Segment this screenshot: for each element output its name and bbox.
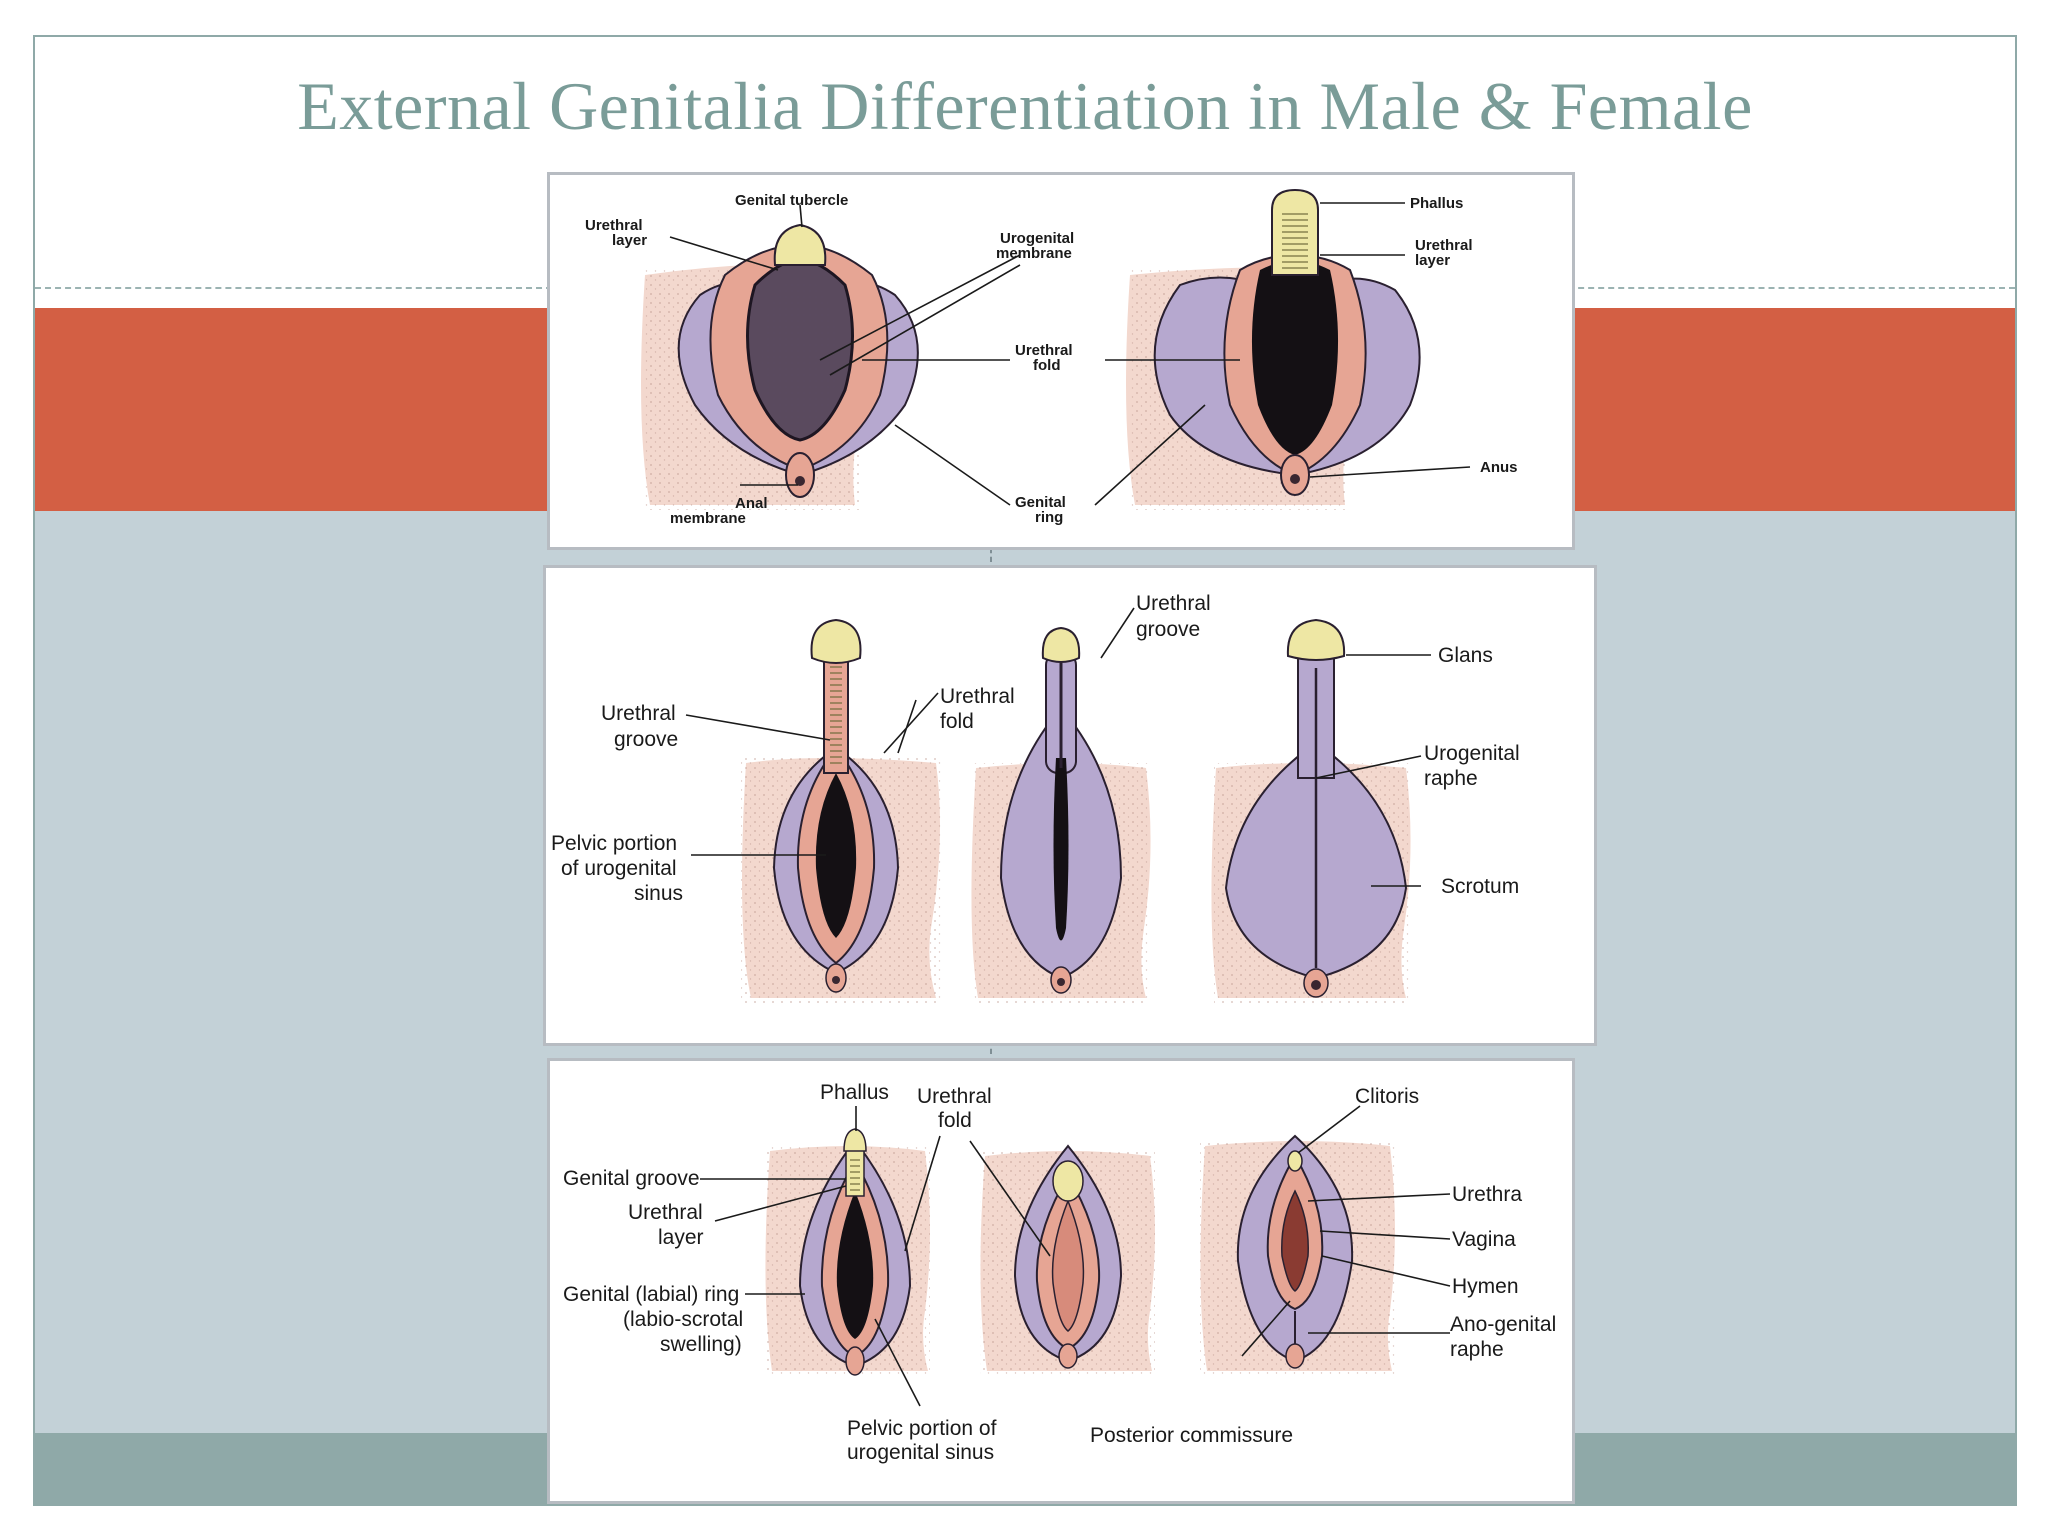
label-labial-ring-3: swelling) — [660, 1333, 742, 1356]
label-anal-membrane-2: membrane — [670, 510, 746, 527]
male-stage-2-figure — [971, 626, 1151, 1003]
leader-lines — [700, 1105, 1451, 1407]
label-phallus: Phallus — [820, 1081, 889, 1104]
early-phallus-figure — [1126, 188, 1421, 510]
leader-lines — [685, 607, 1431, 887]
male-differentiation-illustration: Urethral groove Urethral fold Pelvic por… — [551, 592, 1520, 1003]
female-differentiation-illustration: Phallus Urethral fold Genital groove Ure… — [563, 1081, 1556, 1464]
label-anogenital-raphe: Ano-genital — [1450, 1313, 1556, 1336]
placeholder-guide — [990, 1040, 992, 1054]
label-urethral-fold: Urethral — [1015, 342, 1073, 359]
label-scrotum: Scrotum — [1441, 875, 1519, 898]
label-pelvic-portion-3: sinus — [634, 882, 683, 905]
label-urethral-layer: Urethral — [628, 1201, 703, 1224]
label-urogenital-raphe-2: raphe — [1424, 767, 1478, 790]
label-urethral-layer-right-2: layer — [1415, 252, 1450, 269]
male-stage-3-figure — [1211, 618, 1411, 1003]
label-hymen: Hymen — [1452, 1275, 1519, 1298]
label-urethra: Urethra — [1452, 1183, 1522, 1206]
label-urethral-fold: Urethral — [940, 685, 1015, 708]
label-urethral-fold-2: fold — [1033, 357, 1061, 374]
label-urethral-groove-left: Urethral — [601, 702, 676, 725]
label-urethral-fold-2: fold — [938, 1109, 972, 1132]
label-genital-ring: Genital — [1015, 494, 1066, 511]
label-labial-ring-2: (labio-scrotal — [623, 1308, 743, 1331]
label-pelvic-portion: Pelvic portion — [551, 832, 677, 855]
label-anus: Anus — [1480, 459, 1518, 476]
indifferent-stage-illustration: Genital tubercle Urethral layer Urogenit… — [585, 188, 1518, 527]
label-urethral-groove-top-2: groove — [1136, 618, 1200, 641]
label-urethral-layer-2: layer — [658, 1226, 704, 1249]
label-posterior-commissure: Posterior commissure — [1090, 1424, 1293, 1447]
label-urethral-layer-right: Urethral — [1415, 237, 1473, 254]
placeholder-guide — [990, 548, 992, 562]
label-anogenital-raphe-2: raphe — [1450, 1338, 1504, 1361]
label-phallus: Phallus — [1410, 195, 1463, 212]
label-pelvic-portion-2: urogenital sinus — [847, 1441, 994, 1464]
label-urogenital-raphe: Urogenital — [1424, 742, 1520, 765]
indifferent-stage-figure — [641, 223, 919, 510]
label-urethral-layer-left-2: layer — [612, 232, 647, 249]
label-glans: Glans — [1438, 644, 1493, 667]
label-clitoris: Clitoris — [1355, 1085, 1419, 1108]
label-genital-tubercle: Genital tubercle — [735, 192, 848, 209]
label-urogenital-membrane-2: membrane — [996, 245, 1072, 262]
label-anal-membrane: Anal — [735, 495, 768, 512]
label-urethral-groove-left-2: groove — [614, 728, 678, 751]
label-urethral-fold: Urethral — [917, 1085, 992, 1108]
label-urethral-groove-top: Urethral — [1136, 592, 1211, 615]
male-differentiation-panel: Urethral groove Urethral fold Pelvic por… — [543, 565, 1597, 1046]
label-vagina: Vagina — [1452, 1228, 1516, 1251]
female-stage-3-figure — [1200, 1134, 1395, 1376]
leader-lines — [669, 202, 1471, 506]
female-differentiation-panel: Phallus Urethral fold Genital groove Ure… — [547, 1058, 1575, 1504]
label-urethral-fold-2: fold — [940, 710, 974, 733]
label-labial-ring: Genital (labial) ring — [563, 1283, 739, 1306]
label-urogenital-membrane: Urogenital — [1000, 230, 1074, 247]
male-stage-1-figure — [741, 618, 941, 1003]
label-pelvic-portion: Pelvic portion of — [847, 1417, 997, 1440]
label-genital-ring-2: ring — [1035, 509, 1063, 526]
label-pelvic-portion-2: of urogenital — [561, 857, 677, 880]
label-urethral-layer-left: Urethral — [585, 217, 643, 234]
female-stage-1-figure — [765, 1128, 930, 1376]
label-genital-groove: Genital groove — [563, 1167, 700, 1190]
slide-title: External Genitalia Differentiation in Ma… — [297, 68, 1753, 144]
female-stage-2-figure — [980, 1144, 1155, 1376]
indifferent-stage-panel: Genital tubercle Urethral layer Urogenit… — [547, 172, 1575, 550]
